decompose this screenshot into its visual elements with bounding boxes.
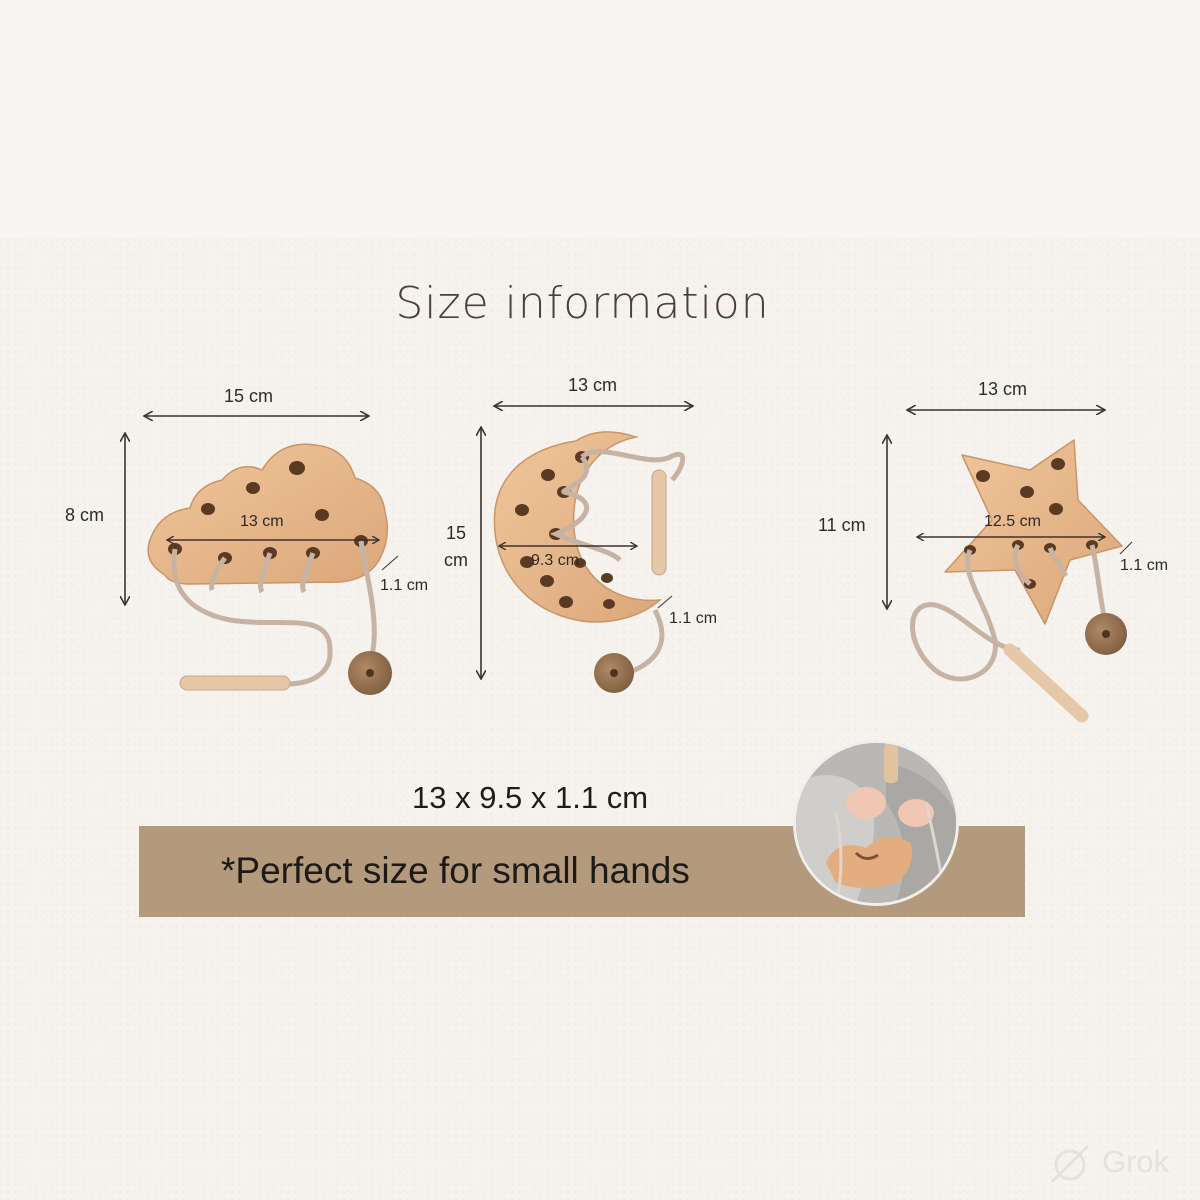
star-width-label: 13 cm: [978, 379, 1028, 399]
paper-texture-background: [0, 238, 1200, 1200]
star-measure-lines: [887, 410, 1133, 608]
star-lacing-toy: [910, 439, 1127, 723]
cloud-thickness-label: 1.1 cm: [380, 577, 429, 594]
moon-width-label: 13 cm: [568, 375, 618, 395]
cloud-width-label: 15 cm: [224, 386, 274, 406]
page-title: Size information: [395, 278, 770, 329]
moon-inner-label: 9.3 cm: [531, 552, 580, 569]
cloud-measure-lines: [125, 416, 399, 604]
moon-lacing-toy: [493, 431, 686, 693]
star-height-label: 11 cm: [818, 515, 866, 535]
star-inner-label: 12.5 cm: [984, 513, 1041, 530]
cloud-lacing-toy: [147, 443, 392, 695]
star-thickness-label: 1.1 cm: [1120, 557, 1169, 574]
child-hands-photo-art: [796, 743, 956, 903]
cloud-inner-label: 13 cm: [240, 513, 284, 530]
grok-logo-icon: [1050, 1144, 1090, 1184]
banner-text: *Perfect size for small hands: [221, 850, 690, 891]
moon-thickness-label: 1.1 cm: [669, 610, 718, 627]
moon-measure-lines: [481, 406, 692, 678]
top-background-band: [0, 0, 1200, 238]
cloud-height-label: 8 cm: [65, 505, 105, 525]
moon-height-label-line2: cm: [444, 550, 468, 570]
product-dimensions: 13 x 9.5 x 1.1 cm: [412, 780, 649, 815]
watermark-text: Grok: [1102, 1144, 1170, 1179]
child-hands-photo: [793, 740, 959, 906]
moon-height-label-line1: 15: [446, 523, 467, 543]
